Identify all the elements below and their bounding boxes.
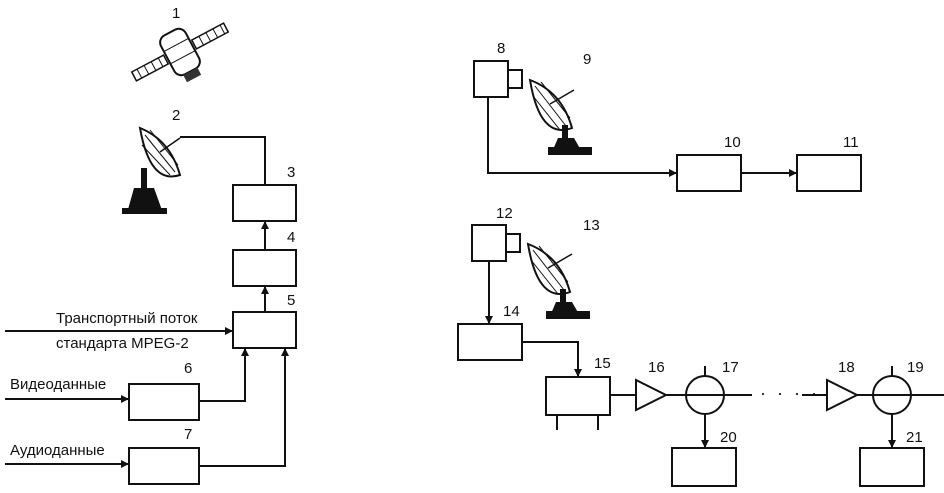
connector-dish-to-3 (180, 136, 266, 185)
block-5 (232, 311, 297, 349)
label-19: 19 (907, 359, 924, 376)
block-20 (671, 447, 737, 487)
satellite-dish-icon (526, 242, 590, 319)
arrow-8-to-10 (487, 97, 677, 177)
satellite-icon (130, 22, 230, 83)
block-4 (232, 249, 297, 287)
block-10 (676, 154, 742, 192)
label-10: 10 (724, 134, 741, 151)
splitter-circle-icon (872, 366, 912, 415)
label-7: 7 (184, 426, 192, 443)
amplifier-triangle-icon (826, 378, 860, 412)
block-14 (457, 323, 523, 361)
label-2: 2 (172, 107, 180, 124)
label-9: 9 (583, 51, 591, 68)
video-camera-icon (473, 60, 523, 98)
label-4: 4 (287, 229, 295, 246)
label-14: 14 (503, 303, 520, 320)
block-21 (859, 447, 925, 487)
label-6: 6 (184, 360, 192, 377)
arrow-7-to-5 (199, 348, 289, 467)
label-21: 21 (906, 429, 923, 446)
block-15 (545, 376, 611, 416)
label-3: 3 (287, 164, 295, 181)
label-5: 5 (287, 292, 295, 309)
video-data-label: Видеоданные (10, 376, 106, 393)
amplifier-triangle-icon (635, 378, 669, 412)
arrow-14-to-15 (522, 341, 582, 377)
audio-data-label: Аудиоданные (10, 442, 105, 459)
block-3 (232, 184, 297, 222)
splitter-circle-icon (685, 366, 725, 415)
transport-stream-label-2: стандарта MPEG-2 (56, 335, 189, 352)
satellite-dish-icon (528, 78, 592, 155)
label-16: 16 (648, 359, 665, 376)
continuation-dots: · · · · (760, 383, 820, 403)
label-12: 12 (496, 205, 513, 222)
satellite-dish-icon (122, 126, 182, 214)
block-11 (796, 154, 862, 192)
label-17: 17 (722, 359, 739, 376)
video-camera-icon (471, 224, 521, 262)
label-13: 13 (583, 217, 600, 234)
arrow-6-to-5 (199, 348, 249, 402)
label-15: 15 (594, 355, 611, 372)
label-8: 8 (497, 40, 505, 57)
label-11: 11 (843, 134, 859, 151)
transport-stream-label-1: Транспортный поток (56, 310, 198, 327)
block-6 (128, 383, 200, 421)
label-1: 1 (172, 5, 180, 22)
block-7 (128, 447, 200, 485)
label-18: 18 (838, 359, 855, 376)
label-20: 20 (720, 429, 737, 446)
